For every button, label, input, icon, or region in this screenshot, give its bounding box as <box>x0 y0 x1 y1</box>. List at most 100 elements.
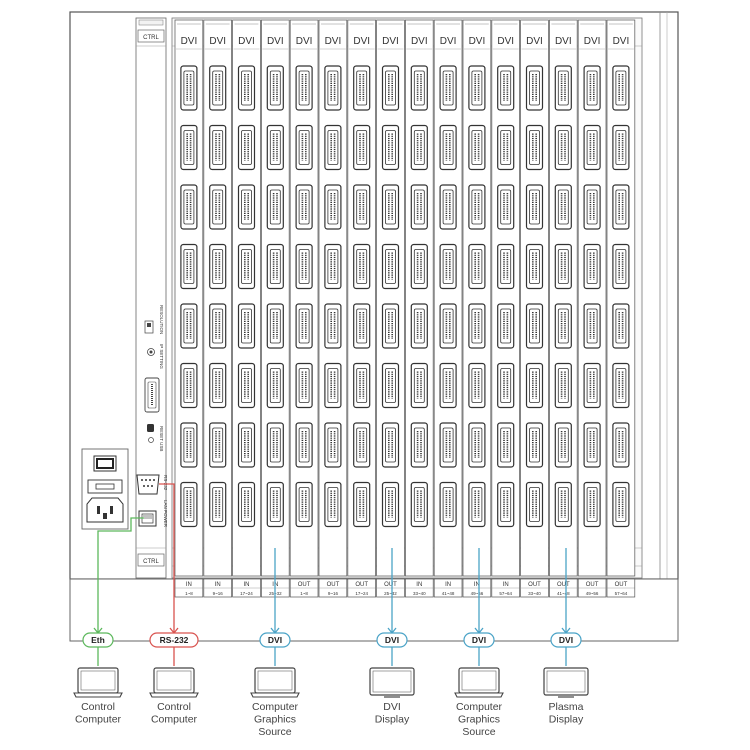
dvi-port[interactable] <box>612 65 630 111</box>
dvi-port[interactable] <box>439 124 457 171</box>
dvi-port[interactable] <box>381 422 400 468</box>
dvi-port[interactable] <box>180 65 198 111</box>
dvi-port[interactable] <box>410 303 428 349</box>
dvi-port[interactable] <box>497 422 515 468</box>
dvi-port[interactable] <box>324 65 342 111</box>
dvi-port[interactable] <box>324 124 342 171</box>
dvi-port[interactable] <box>468 362 486 409</box>
dvi-port[interactable] <box>497 65 515 111</box>
dvi-port[interactable] <box>497 481 515 528</box>
dvi-port[interactable] <box>612 243 630 290</box>
dvi-port[interactable] <box>180 303 198 349</box>
dvi-port[interactable] <box>583 422 601 468</box>
dvi-port[interactable] <box>583 243 601 290</box>
dvi-port[interactable] <box>324 422 342 468</box>
dvi-port[interactable] <box>209 481 227 528</box>
ac-inlet[interactable] <box>86 497 124 523</box>
dvi-port[interactable] <box>295 243 313 290</box>
dvi-port[interactable] <box>583 124 601 171</box>
dvi-port[interactable] <box>554 362 572 409</box>
dvi-port[interactable] <box>525 362 544 409</box>
reset-button[interactable] <box>148 437 154 443</box>
dvi-port[interactable] <box>353 303 371 349</box>
dvi-port[interactable] <box>237 362 256 409</box>
dvi-port[interactable] <box>381 481 400 528</box>
usb-port[interactable] <box>147 424 154 432</box>
dvi-port[interactable] <box>554 422 572 468</box>
dvi-port[interactable] <box>554 65 572 111</box>
dvi-port[interactable] <box>497 243 515 290</box>
dvi-port[interactable] <box>497 303 515 349</box>
dvi-port[interactable] <box>295 65 313 111</box>
dvi-port[interactable] <box>554 124 572 171</box>
dvi-port[interactable] <box>324 243 342 290</box>
dvi-port[interactable] <box>468 422 486 468</box>
dvi-port[interactable] <box>525 124 544 171</box>
dvi-port[interactable] <box>525 481 544 528</box>
dvi-port[interactable] <box>525 422 544 468</box>
dvi-port[interactable] <box>468 243 486 290</box>
dvi-port[interactable] <box>295 362 313 409</box>
dvi-port[interactable] <box>237 65 256 111</box>
dvi-port[interactable] <box>266 481 284 528</box>
dvi-port[interactable] <box>612 362 630 409</box>
dvi-port[interactable] <box>266 303 284 349</box>
dvi-port[interactable] <box>497 124 515 171</box>
dvi-port[interactable] <box>353 422 371 468</box>
dvi-port[interactable] <box>410 124 428 171</box>
dvi-port[interactable] <box>525 65 544 111</box>
dvi-port[interactable] <box>410 243 428 290</box>
dvi-port[interactable] <box>295 184 313 230</box>
dvi-port[interactable] <box>381 303 400 349</box>
dvi-port[interactable] <box>468 303 486 349</box>
dvi-port[interactable] <box>324 481 342 528</box>
dvi-port[interactable] <box>180 422 198 468</box>
dvi-port[interactable] <box>266 65 284 111</box>
dvi-port[interactable] <box>209 184 227 230</box>
dvi-port[interactable] <box>612 422 630 468</box>
dvi-port[interactable] <box>237 422 256 468</box>
dvi-port[interactable] <box>381 362 400 409</box>
dvi-port[interactable] <box>583 481 601 528</box>
dvi-port[interactable] <box>295 481 313 528</box>
dvi-port[interactable] <box>353 184 371 230</box>
dvi-port[interactable] <box>583 303 601 349</box>
dvi-port[interactable] <box>612 481 630 528</box>
dvi-port[interactable] <box>525 303 544 349</box>
dvi-port[interactable] <box>209 422 227 468</box>
dvi-port[interactable] <box>209 303 227 349</box>
dvi-port[interactable] <box>468 65 486 111</box>
dvi-port[interactable] <box>295 124 313 171</box>
dvi-port[interactable] <box>410 362 428 409</box>
dvi-port[interactable] <box>439 303 457 349</box>
dvi-port[interactable] <box>612 184 630 230</box>
dvi-port[interactable] <box>410 422 428 468</box>
dvi-port[interactable] <box>266 243 284 290</box>
dvi-port[interactable] <box>439 184 457 230</box>
dvi-port[interactable] <box>237 481 256 528</box>
dvi-port[interactable] <box>583 65 601 111</box>
dvi-port[interactable] <box>266 362 284 409</box>
dvi-port[interactable] <box>410 65 428 111</box>
dvi-port[interactable] <box>612 303 630 349</box>
dvi-port[interactable] <box>554 303 572 349</box>
dvi-port[interactable] <box>324 184 342 230</box>
dvi-port[interactable] <box>554 481 572 528</box>
dvi-port[interactable] <box>180 184 198 230</box>
dvi-port[interactable] <box>353 481 371 528</box>
dvi-port[interactable] <box>525 184 544 230</box>
dvi-port[interactable] <box>583 362 601 409</box>
dvi-port[interactable] <box>295 303 313 349</box>
dvi-port[interactable] <box>237 184 256 230</box>
dvi-port[interactable] <box>612 124 630 171</box>
dvi-port[interactable] <box>353 362 371 409</box>
dvi-port[interactable] <box>439 243 457 290</box>
dvi-port[interactable] <box>468 481 486 528</box>
dvi-port[interactable] <box>525 243 544 290</box>
dvi-port[interactable] <box>180 481 198 528</box>
rs232-port[interactable] <box>136 474 160 495</box>
dvi-port[interactable] <box>237 124 256 171</box>
dvi-port[interactable] <box>209 362 227 409</box>
dvi-port[interactable] <box>237 243 256 290</box>
dvi-port[interactable] <box>180 362 198 409</box>
